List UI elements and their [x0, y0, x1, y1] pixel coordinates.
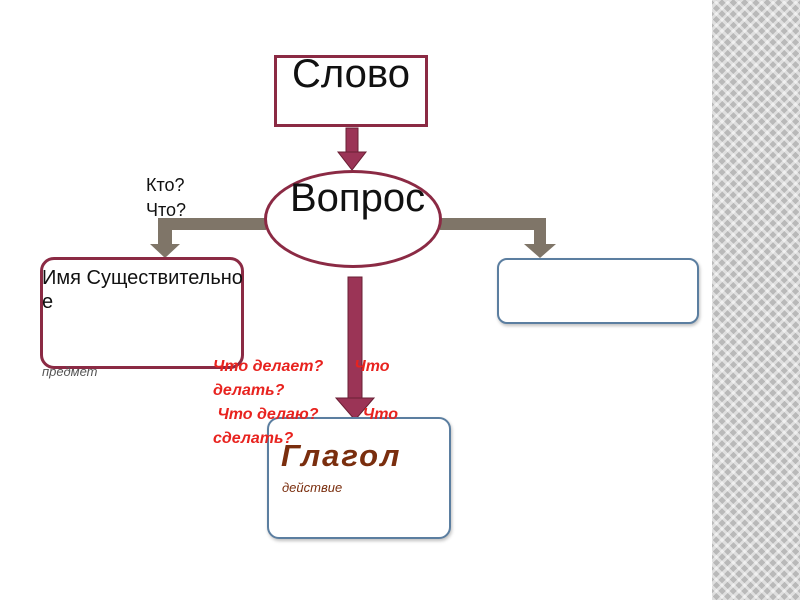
verb-title: Глагол — [281, 438, 402, 473]
word-box — [274, 55, 428, 127]
verb-question-2: Что делать? — [213, 358, 390, 399]
arrow-word-to-question — [336, 127, 368, 171]
noun-title: Имя Существительное — [42, 267, 243, 313]
noun-questions: Кто? Что? — [146, 173, 206, 223]
arrow-question-to-verb — [334, 276, 376, 421]
empty-box — [497, 258, 699, 324]
noun-subtitle: предмет — [42, 364, 98, 379]
noun-question-what: Что? — [146, 200, 187, 220]
verb-question-1: Что делает? — [213, 358, 324, 375]
question-ellipse — [264, 170, 442, 268]
noun-question-who: Кто? — [146, 175, 185, 195]
verb-question-4: Что сделать? — [213, 406, 399, 447]
connector-left — [150, 218, 266, 258]
verb-question-3: Что делаю? — [217, 406, 319, 423]
decorative-stripe — [712, 0, 800, 600]
verb-questions: Что делает? Что делать? Что делаю? Что с… — [213, 355, 463, 451]
noun-box — [40, 257, 244, 369]
verb-subtitle: действие — [282, 480, 343, 495]
connector-right — [440, 218, 556, 258]
question-label: Вопрос — [290, 176, 426, 220]
verb-box — [267, 417, 451, 539]
word-label: Слово — [292, 52, 410, 96]
